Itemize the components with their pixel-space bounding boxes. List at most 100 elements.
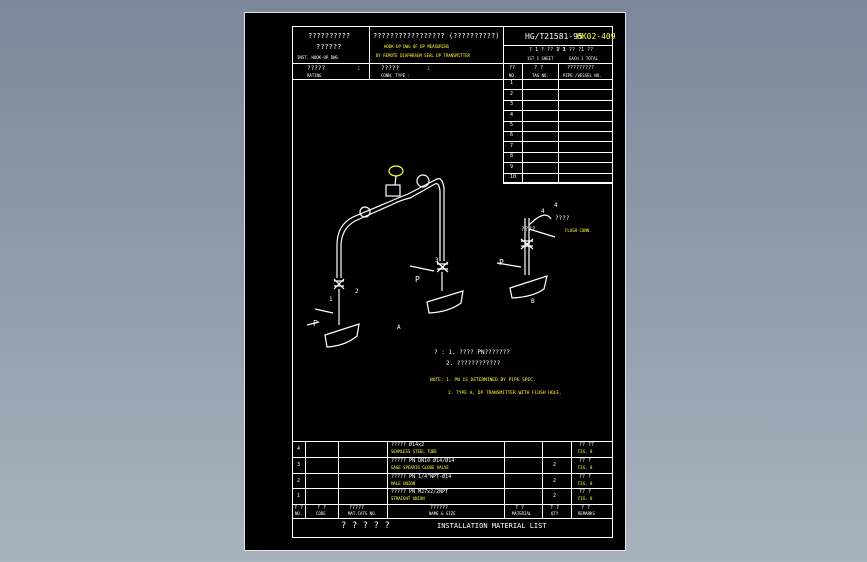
tag-row-number[interactable]: 7 (510, 142, 514, 149)
label-p-1: P (313, 319, 318, 328)
tag-row-number[interactable]: 9 (510, 163, 514, 170)
callout-cn-b2: ???? (521, 226, 536, 233)
conn-en: CONN. TYPE : (381, 73, 410, 78)
mat-header-name-en: NAME & SIZE (429, 511, 456, 516)
tag-row-line (503, 99, 613, 101)
mat-row-line (292, 488, 613, 490)
tag-row-number[interactable]: 3 (510, 101, 514, 108)
mat-header-no-en: NO. (295, 511, 303, 516)
mat-row-remark-cn[interactable]: ?? ? (579, 457, 592, 464)
pipe-flange-b (509, 275, 548, 299)
hookup-drawing (306, 165, 556, 348)
title-line-h3 (503, 45, 613, 46)
dp-transmitter-body (385, 184, 401, 197)
mat-header-qty-en: QTY (551, 511, 559, 516)
tag-header-tag-en: TAG NO. (532, 73, 549, 78)
tag-row-line (503, 131, 613, 132)
mat-row-name-en[interactable]: STRAIGHT UNION (391, 496, 425, 502)
tag-row-number[interactable]: 1 (510, 80, 514, 87)
impulse-line-a (336, 178, 445, 278)
tag-row-line (503, 172, 613, 174)
label-p-3: P (499, 258, 504, 267)
pressure-arrow-a2 (409, 265, 435, 272)
mat-row-remark-en[interactable]: FIG. 8 (578, 480, 593, 486)
impulse-line-a-inner (340, 183, 441, 278)
tag-header-tag-cn: ? ? (534, 65, 544, 71)
tag-row-number[interactable]: 5 (510, 122, 514, 128)
drawing-sheet[interactable]: ?????????? ?????? INST. HOOK-UP DWG ????… (244, 12, 626, 551)
mat-row-name-cn[interactable]: ????? PN 1/4"NPT-Ø14 (391, 473, 452, 480)
sheet-cn: ? 1 ? ?? 1 ? (529, 47, 566, 53)
mat-col-5 (542, 441, 543, 518)
mat-header-material-en: MATERIAL (512, 511, 532, 516)
mat-header-mat-en: MAT.CATG NO. (348, 511, 377, 516)
mat-row-no[interactable]: 1 (297, 493, 301, 500)
pressure-arrow-a (306, 308, 334, 326)
conn-cn: ????? (381, 65, 400, 72)
mat-header-rem-en: REMARKS (578, 511, 595, 516)
tag-table-col2 (558, 63, 559, 183)
mat-row-name-cn[interactable]: ????? Ø14x2 (391, 442, 425, 448)
mat-col-1 (305, 441, 306, 518)
callout-cn-b: ???? (555, 215, 570, 222)
mat-header-material-cn: ? ? (515, 505, 525, 511)
tag-row-number[interactable]: 10 (510, 174, 517, 180)
mat-row-name-en[interactable]: MALE UNION (391, 480, 416, 486)
tag-header-pipe-en: PIPE /VESSEL NO. (563, 73, 602, 78)
tag-row-number[interactable]: 2 (510, 90, 514, 97)
pipe-flange-right (426, 290, 464, 314)
mat-row-qty[interactable]: 2 (553, 461, 557, 468)
material-list-table (292, 441, 613, 538)
label-p-2: P (415, 275, 420, 284)
flush-leader (528, 228, 556, 238)
conn-colon: : (427, 65, 431, 72)
mat-row-remark-cn[interactable]: ?? ?? (579, 442, 595, 448)
label-b: B (531, 298, 535, 305)
callout-2: 2 (355, 288, 359, 295)
title-left-cn-1: ?????????? (308, 32, 351, 40)
title-line-h1 (292, 63, 613, 64)
mat-header-no-cn: ? ? (294, 505, 304, 511)
mat-header-line (292, 504, 613, 505)
tag-row-line (503, 110, 613, 112)
seal-loop-left (359, 206, 371, 218)
mat-header-name-cn: ?????? (430, 505, 449, 511)
mat-row-remark-en[interactable]: FIG. 8 (578, 449, 593, 454)
mat-row-remark-cn[interactable]: ?? ? (579, 473, 592, 480)
mat-col-6 (571, 441, 572, 518)
tag-row-number[interactable]: 4 (510, 111, 514, 118)
title-left-en: INST. HOOK-UP DWG (297, 55, 338, 60)
mat-row-qty[interactable]: 2 (553, 477, 557, 484)
mat-row-qty[interactable]: 2 (553, 493, 557, 500)
mat-row-name-cn[interactable]: ????? PN M27x2/2NPT (391, 489, 449, 496)
mat-row-name-en[interactable]: SEAMLESS STEEL TUBE (391, 449, 437, 454)
note-en-1: NOTE: 1. PN IS DETERMINED BY PIPE SPEC. (430, 378, 536, 383)
mat-row-no[interactable]: 4 (297, 446, 301, 452)
tag-row-line (503, 141, 613, 143)
tag-table-col1 (522, 63, 523, 183)
tag-row-number[interactable]: 6 (510, 132, 514, 139)
mat-row-name-en[interactable]: GAGE SPEARIG GLOBE VALVE (391, 464, 449, 470)
mat-row-no[interactable]: 2 (297, 477, 301, 484)
mat-row-name-cn[interactable]: ????? PN DN10 Ø14/Ø14 (391, 457, 455, 464)
tag-header-no-cn: ?? (509, 65, 516, 71)
total-en: EACH 1 TOTAL (569, 56, 598, 61)
title-line-v2 (503, 26, 504, 79)
valve-right (436, 261, 449, 273)
valve-left (333, 278, 345, 290)
title-center-en-1: HOOK-UP DWG OF DP MEASURING (384, 44, 450, 49)
tag-row-line (503, 162, 613, 164)
mat-row-no[interactable]: 3 (297, 461, 301, 468)
mat-row-remark-en[interactable]: FIG. 8 (578, 464, 593, 470)
tag-row-line (503, 89, 613, 91)
title-center-cn: ????????????????? (??????????) (373, 32, 500, 40)
sheet-cn-2: ? 1 ?? ?1 ?? (557, 47, 594, 53)
mat-header-code-cn: ? ? (317, 505, 327, 511)
title-line-h2 (292, 79, 503, 80)
tag-row-line (503, 183, 613, 184)
mat-header-rem-cn: ? ? (581, 505, 591, 511)
mat-row-remark-en[interactable]: FIG. 8 (578, 496, 593, 502)
mat-row-remark-cn[interactable]: ?? ? (579, 489, 592, 496)
tag-row-number[interactable]: 8 (510, 153, 514, 160)
tag-header-no-en: NO. (509, 73, 517, 78)
